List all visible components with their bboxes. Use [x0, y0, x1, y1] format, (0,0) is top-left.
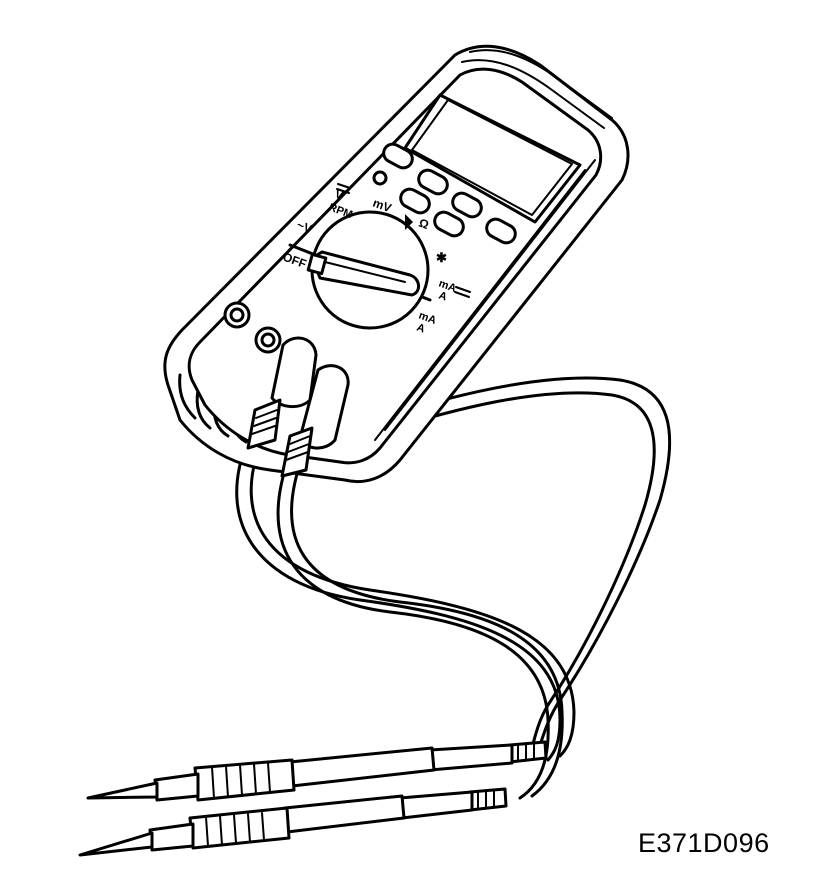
rotary-dial — [288, 210, 432, 330]
dial-label-dc-milliamps: mA — [437, 278, 458, 295]
function-button — [451, 191, 483, 219]
test-probe — [78, 787, 508, 857]
indicator-light — [372, 170, 388, 186]
dial-label-dc-amps: A — [437, 290, 449, 304]
function-button — [417, 168, 449, 196]
continuity-icon — [405, 214, 413, 230]
lcd-display — [403, 93, 582, 224]
test-probe — [86, 740, 548, 802]
test-probes — [78, 740, 548, 857]
dial-label-ac-volts: ~V — [295, 218, 314, 236]
diode-icon: ✱ — [436, 250, 447, 265]
dial-label-ac-milliamps: mA — [417, 310, 438, 327]
dial-label-ac-amps: A — [415, 322, 427, 336]
function-button — [485, 217, 517, 245]
dial-labels: OFF ~V V RPM mV Ω mA A mA A ✱ — [281, 183, 471, 336]
function-buttons — [372, 142, 517, 245]
lead-plugs — [246, 336, 350, 478]
function-button — [382, 142, 414, 170]
input-jacks — [223, 301, 282, 354]
function-button — [433, 210, 465, 238]
figure-code: E371D096 — [638, 828, 770, 858]
dial-label-millivolts: mV — [371, 196, 393, 216]
function-button — [399, 187, 431, 215]
test-lead-wires — [235, 376, 672, 800]
